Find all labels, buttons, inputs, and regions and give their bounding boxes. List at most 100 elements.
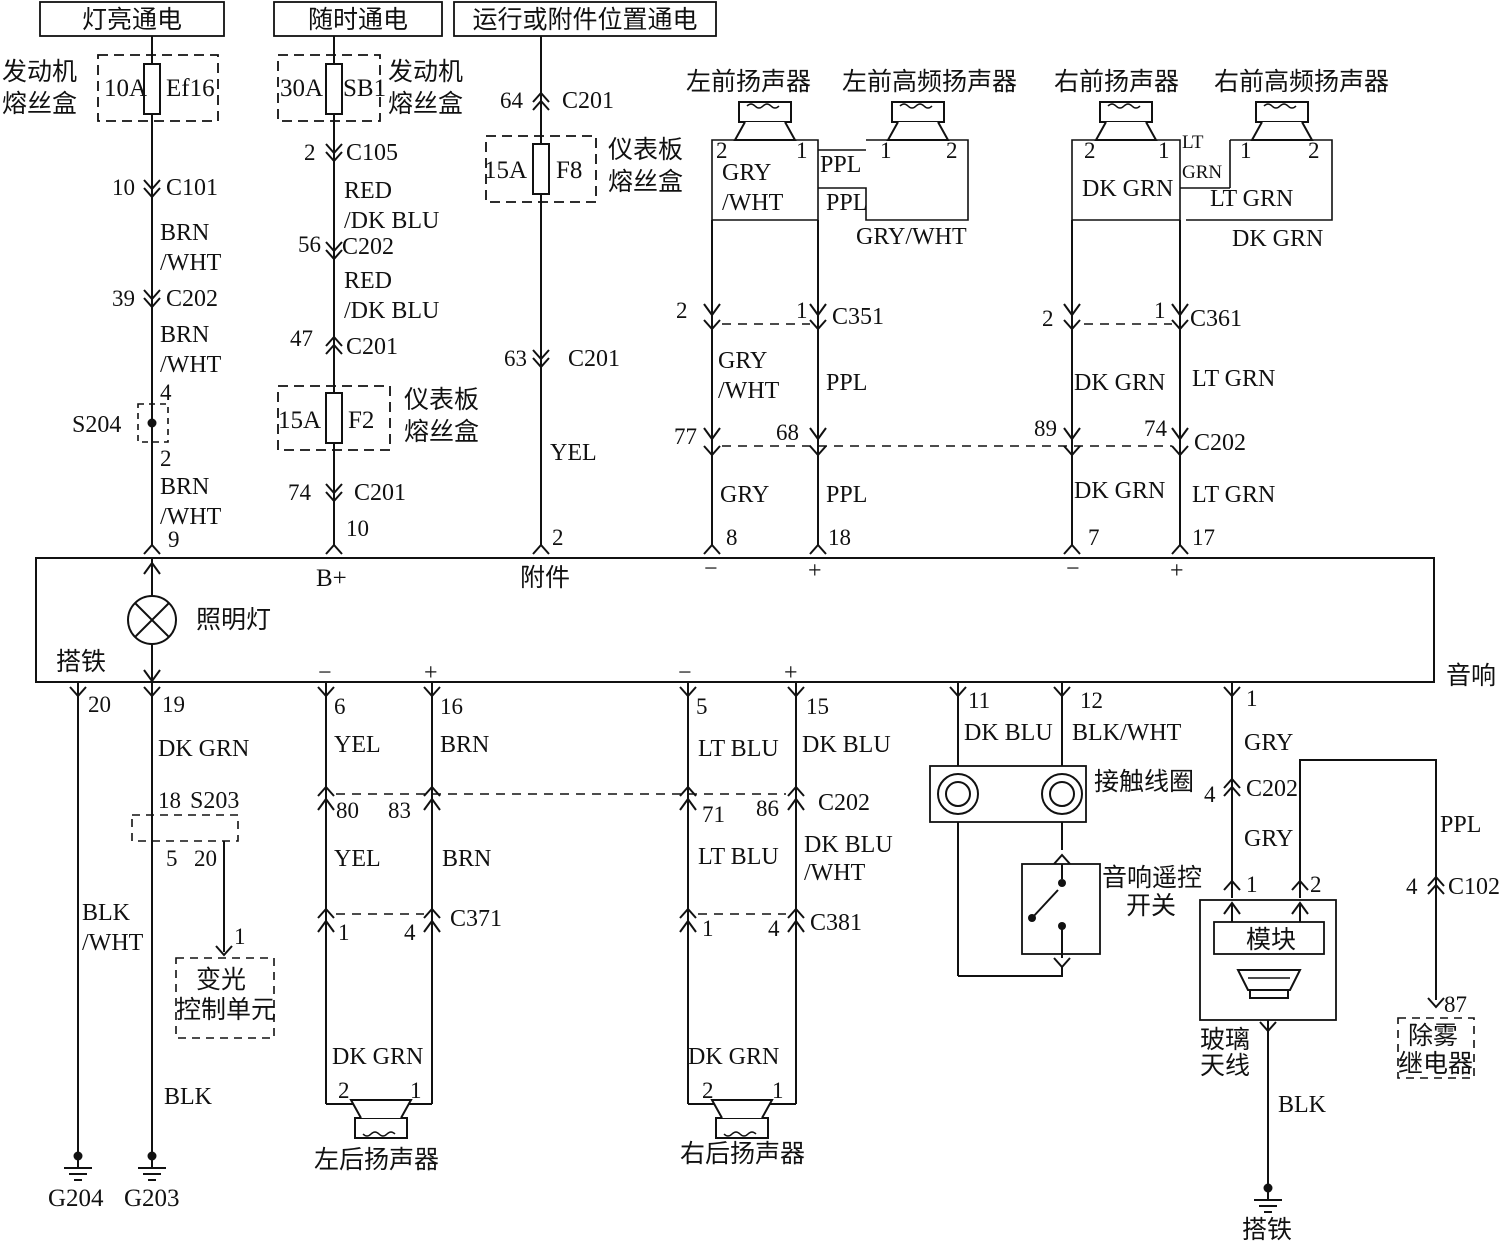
radio-name: 音响	[1446, 662, 1496, 690]
antenna-label-1: 玻璃	[1200, 1026, 1250, 1054]
wire-color: PPL	[826, 370, 867, 396]
pin-label: 16	[440, 694, 463, 719]
pin-label: 1	[772, 1078, 784, 1103]
pin-label: 1	[1246, 872, 1258, 897]
left-front-speaker-group: 2 1 1 2 GRY /WHT PPL PPL GRY/WHT 2 1 C35…	[674, 101, 969, 555]
lamp-circuit: 10A Ef16 发动机 熔丝盒 10 C101 BRN /WHT 39 C20…	[2, 36, 222, 555]
connector-c101: C101	[166, 175, 218, 201]
antenna-module-box	[1213, 921, 1325, 955]
wire-color: BRN	[160, 322, 209, 348]
pin-label: 15	[806, 694, 829, 719]
power-lamp-on: 灯亮通电	[39, 1, 225, 37]
pin-label: 63	[504, 346, 527, 371]
wire-color: /WHT	[804, 860, 866, 886]
fuse-f8-rating: 15A	[484, 157, 527, 184]
speaker-rf-label: 右前扬声器	[1054, 68, 1179, 96]
fuse-sb1-box-label-2: 熔丝盒	[388, 90, 463, 118]
fuse-f2-name: F2	[348, 407, 374, 434]
wire-color: LT GRN	[1192, 366, 1275, 392]
wire-color: BRN	[160, 474, 209, 500]
clock-spring-coil-icon	[937, 773, 1083, 815]
fuse-f8-name: F8	[556, 157, 582, 184]
antenna-circuit: 1 GRY 4 C202 GRY 1 2 PPL 4 C102 87 除雾 继电…	[1199, 682, 1500, 1244]
pin-label: 2	[946, 138, 958, 163]
pin-label: 1	[1246, 686, 1258, 711]
pin-label: 74	[1144, 416, 1168, 441]
radio-lamp-label: 照明灯	[196, 606, 271, 634]
fuse-sb1-rating: 30A	[280, 75, 323, 102]
wire-color: /DK BLU	[344, 208, 439, 234]
pin-label: 2	[676, 298, 688, 323]
connector-c102: C102	[1448, 874, 1500, 900]
wire-color: BLK/WHT	[1072, 720, 1182, 746]
pin-label: 10	[112, 175, 135, 200]
connector-c201: C201	[354, 480, 406, 506]
pin-label: 1	[796, 138, 808, 163]
pin-label: 1	[1158, 138, 1170, 163]
connector-c201: C201	[562, 88, 614, 114]
sign-neg: −	[1066, 556, 1080, 582]
ground-circuits: 20 BLK /WHT G204 19 DK GRN 18 S203 5 20 …	[48, 682, 276, 1212]
sign-neg: −	[704, 556, 718, 582]
ground-g203: G203	[124, 1185, 180, 1212]
fuse-f2-box-label-2: 熔丝盒	[404, 418, 479, 446]
ground-icon	[1253, 1187, 1283, 1213]
connector-c381: C381	[810, 910, 862, 936]
antenna-box	[1199, 899, 1337, 1021]
sign-neg: −	[678, 660, 692, 686]
pin-label: 1	[1154, 298, 1166, 323]
wire-color: BLK	[82, 900, 131, 926]
pin-label: 9	[168, 527, 180, 552]
pin-label: 2	[304, 140, 316, 165]
pin-label: 5	[696, 694, 708, 719]
pin-label: 6	[334, 694, 346, 719]
splice-s204-box	[137, 403, 169, 443]
wire-color: LT BLU	[698, 844, 779, 870]
power-lamp-on-label: 灯亮通电	[82, 6, 182, 34]
connector-c202: C202	[818, 790, 870, 816]
accessory-circuit: 64 C201 15A F8 仪表板 熔丝盒 63 C201 YEL 2	[484, 36, 683, 555]
pin-label: 87	[1444, 992, 1467, 1017]
connector-c202: C202	[342, 234, 394, 260]
pin-label: 39	[112, 286, 135, 311]
connector-c202: C202	[1246, 776, 1298, 802]
wire-color: /WHT	[160, 250, 222, 276]
pin-label: 8	[726, 525, 738, 550]
pin-label: 2	[1084, 138, 1096, 163]
splice-s204-dot	[147, 418, 157, 428]
wire-color: PPL	[826, 482, 867, 508]
fuse-ef16-rating: 10A	[104, 75, 147, 102]
pin-label: 80	[336, 798, 359, 823]
sign-pos: +	[784, 660, 798, 686]
pin-label: 4	[1406, 874, 1418, 899]
wire-color: DK GRN	[332, 1044, 423, 1070]
pin-label: 1	[338, 920, 350, 945]
fuse-f8-box-label-1: 仪表板	[608, 136, 683, 164]
speaker-lr-label: 左后扬声器	[314, 1146, 439, 1174]
antenna-module-label: 模块	[1246, 926, 1296, 954]
ground-icon	[137, 1155, 167, 1181]
speaker-lf-label: 左前扬声器	[686, 68, 811, 96]
radio-body	[35, 557, 1435, 683]
defog-relay-box	[1397, 1017, 1475, 1079]
pin-label: 1	[702, 916, 714, 941]
pin-label: 5	[166, 846, 178, 871]
pin-label: 2	[1310, 872, 1322, 897]
wire-color: DK BLU	[802, 732, 891, 758]
wire-color: GRY	[720, 482, 769, 508]
right-front-speaker-group: 2 1 1 2 LT GRN DK GRN LT GRN DK GRN 2 1 …	[1034, 101, 1333, 555]
pin-label: 2	[160, 446, 172, 471]
connector-c105: C105	[346, 140, 398, 166]
ground-chassis: 搭铁	[1242, 1216, 1292, 1244]
connector-c201: C201	[568, 346, 620, 372]
pin-label: 4	[160, 380, 172, 405]
dimmer-label-1: 变光	[196, 966, 246, 994]
wire-color: YEL	[334, 846, 381, 872]
radio-acc: 附件	[520, 564, 570, 592]
wire-color: BRN	[440, 732, 489, 758]
wire-color: /WHT	[718, 378, 780, 404]
power-always-on: 随时通电	[273, 1, 443, 37]
fuse-ef16-box-label-2: 熔丝盒	[2, 90, 77, 118]
fuse-f2-rating: 15A	[278, 407, 321, 434]
wire-color: PPL	[820, 152, 861, 178]
